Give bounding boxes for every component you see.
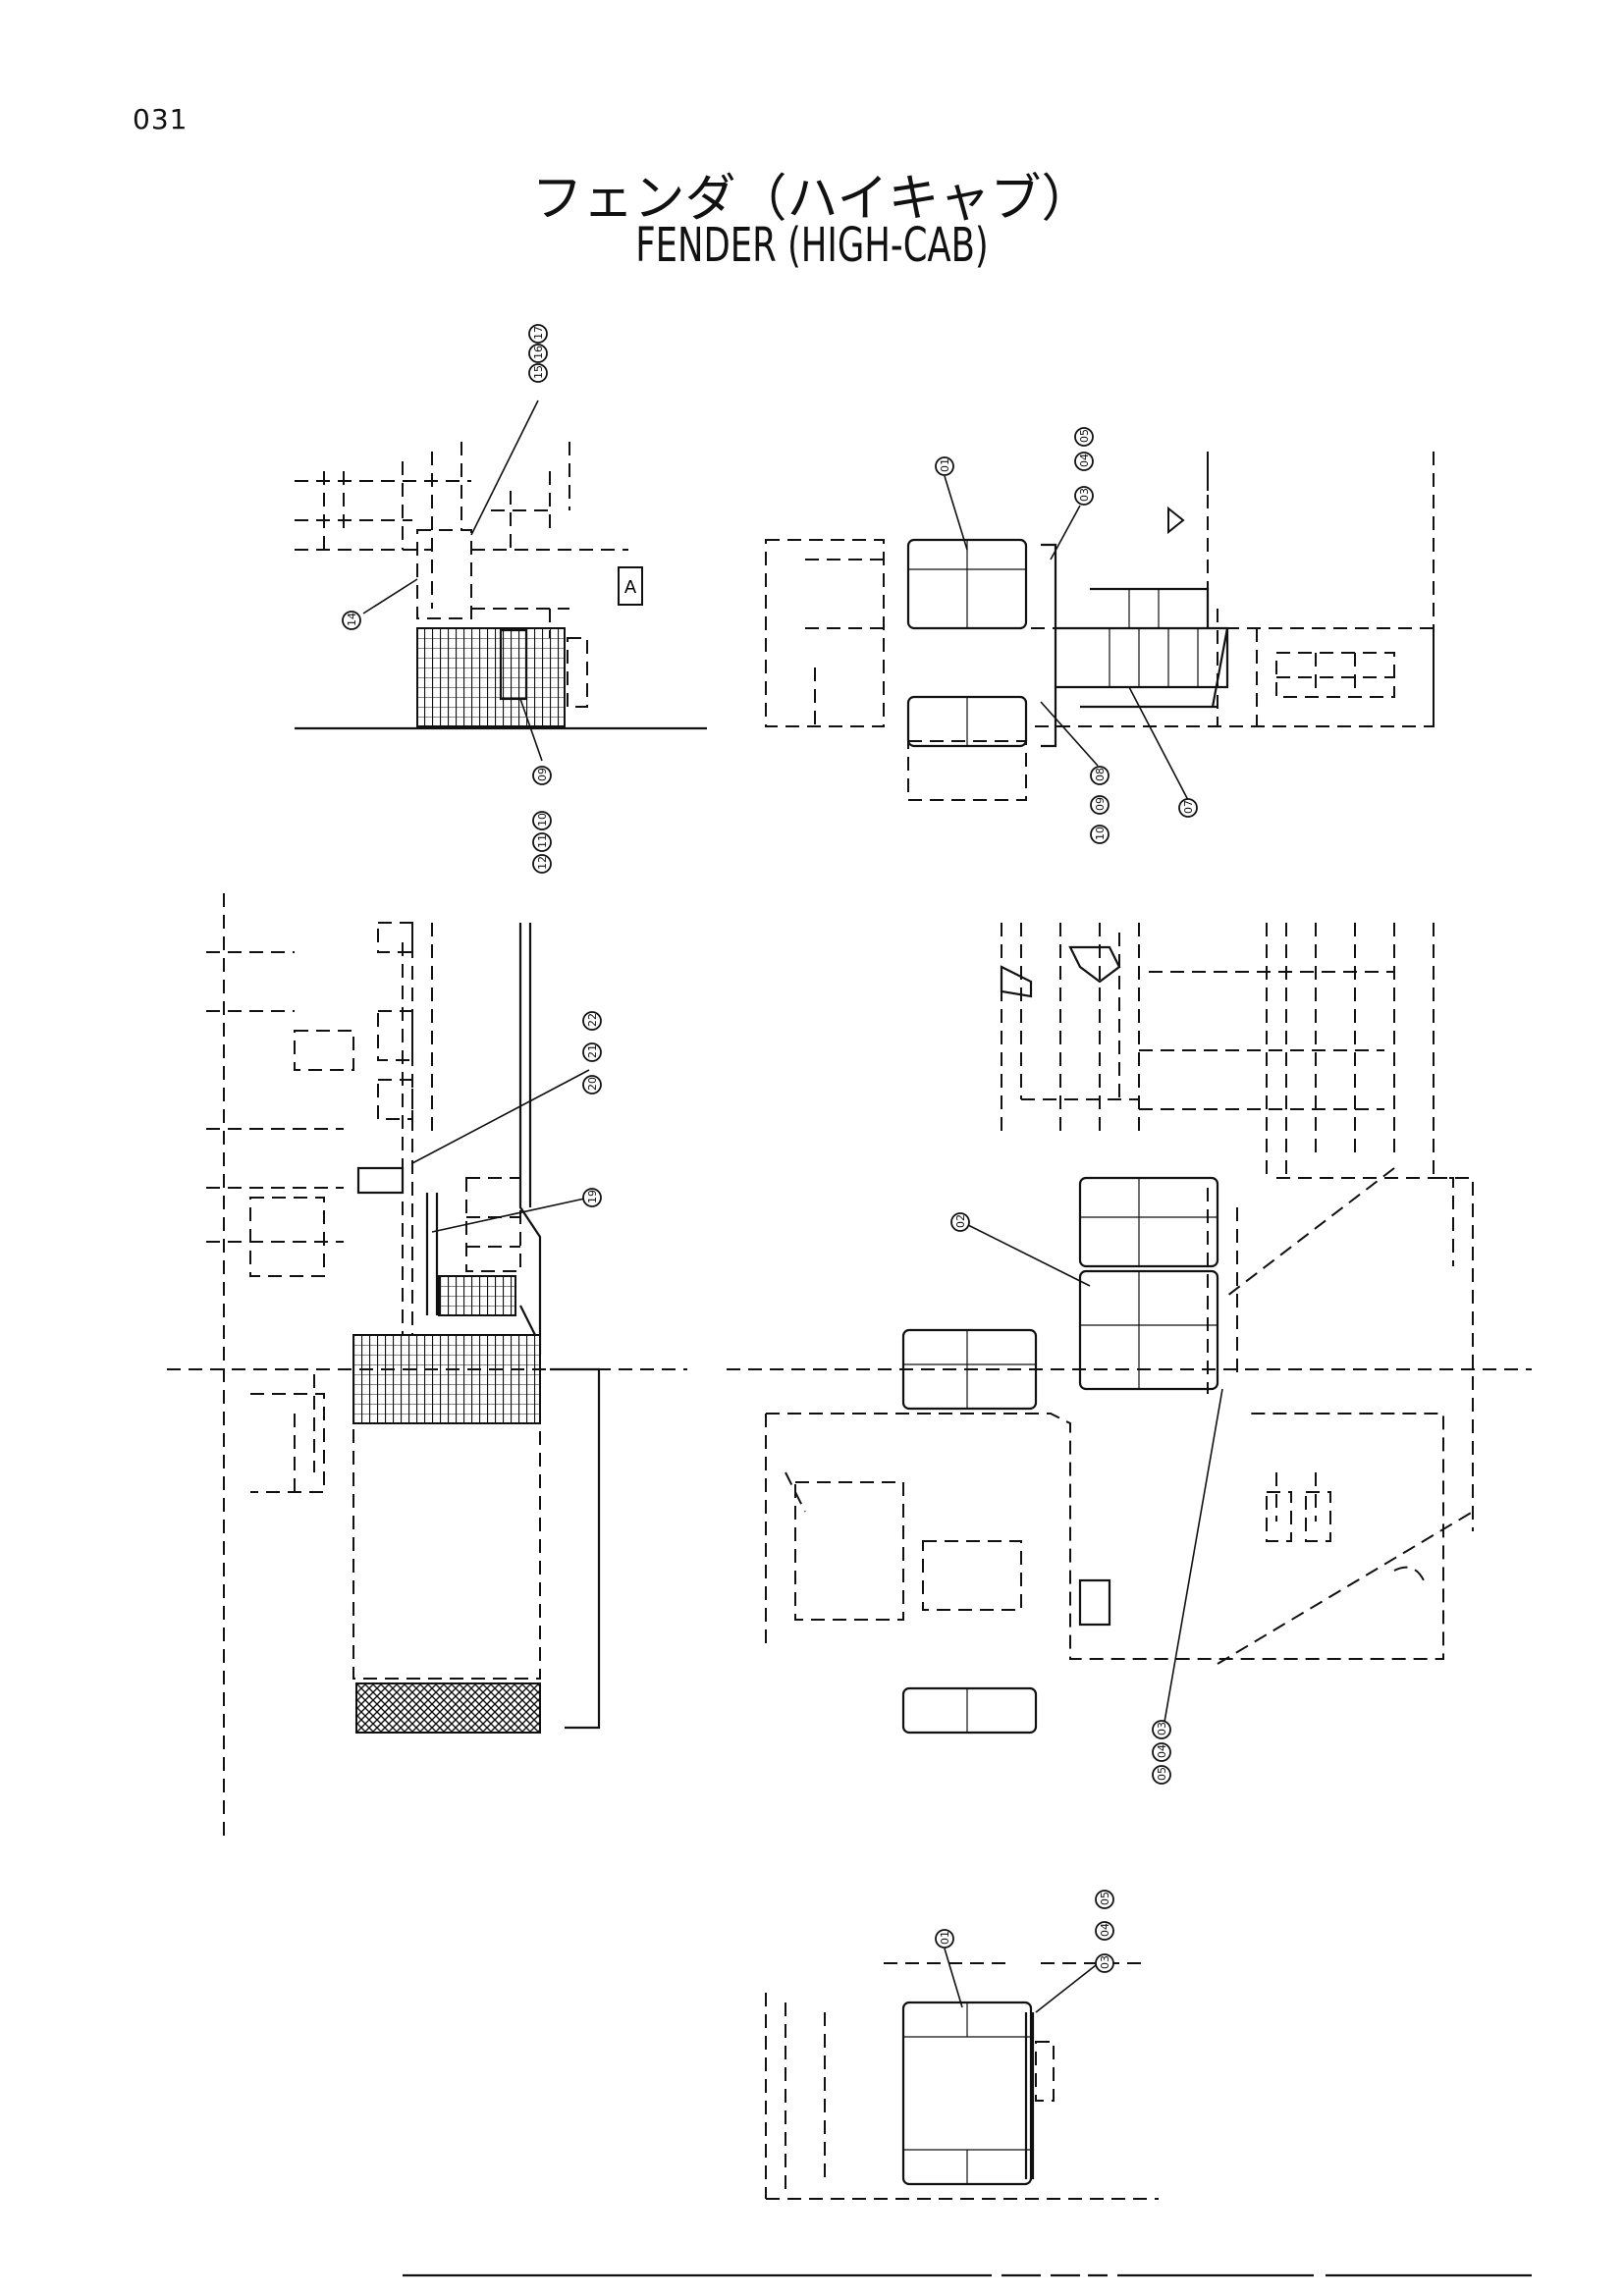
- mid-left-view: [167, 893, 687, 1836]
- callout-03-a: 03: [1078, 488, 1091, 502]
- callout-10: 10: [536, 813, 549, 827]
- callout-03-c: 03: [1099, 1955, 1111, 1969]
- callout-17: 17: [532, 326, 545, 340]
- view-marker-label: A: [624, 577, 637, 598]
- callouts-top-right: 01 03 04 05 10 09 08 07: [935, 427, 1198, 844]
- callout-19: 19: [586, 1190, 599, 1203]
- callout-09: 09: [536, 768, 549, 781]
- callouts-top-left: 15 16 17 14 12 11 10 09: [342, 324, 552, 874]
- page-number: 031: [133, 103, 189, 135]
- callout-22: 22: [586, 1013, 599, 1027]
- callout-20: 20: [586, 1077, 599, 1091]
- callout-04-a: 04: [1078, 454, 1091, 467]
- callout-14: 14: [346, 613, 358, 626]
- callout-01-a: 01: [939, 458, 951, 472]
- callout-05-b: 05: [1156, 1767, 1168, 1781]
- callouts-bottom: 01 03 04 05: [935, 1890, 1114, 1973]
- callout-05-c: 05: [1099, 1892, 1111, 1905]
- callout-12: 12: [536, 856, 549, 870]
- callout-05-a: 05: [1078, 429, 1091, 443]
- callout-15: 15: [532, 365, 545, 379]
- callout-09-b: 09: [1094, 797, 1107, 811]
- top-left-view: A: [295, 400, 707, 762]
- callout-04-c: 04: [1099, 1923, 1111, 1937]
- callout-02: 02: [954, 1214, 967, 1228]
- bottom-view: [765, 1948, 1159, 2200]
- callout-11: 11: [536, 834, 549, 848]
- title-english: FENDER (HIGH-CAB): [635, 218, 989, 273]
- callout-04-b: 04: [1156, 1744, 1168, 1758]
- callouts-mid-left: 20 21 22 19: [582, 1011, 602, 1207]
- callout-16: 16: [532, 346, 545, 359]
- callout-03-b: 03: [1156, 1722, 1168, 1735]
- callout-01-c: 01: [939, 1931, 951, 1945]
- callouts-mid-right: 02 05 04 03: [950, 1212, 1171, 1785]
- top-right-view: [765, 452, 1435, 801]
- mid-right-view: [727, 923, 1532, 1735]
- callout-10-b: 10: [1094, 827, 1107, 840]
- callout-21: 21: [586, 1044, 599, 1058]
- title-japanese: フェンダ（ハイキャブ）: [531, 170, 1093, 229]
- callout-08: 08: [1094, 768, 1107, 781]
- callout-07: 07: [1182, 800, 1195, 814]
